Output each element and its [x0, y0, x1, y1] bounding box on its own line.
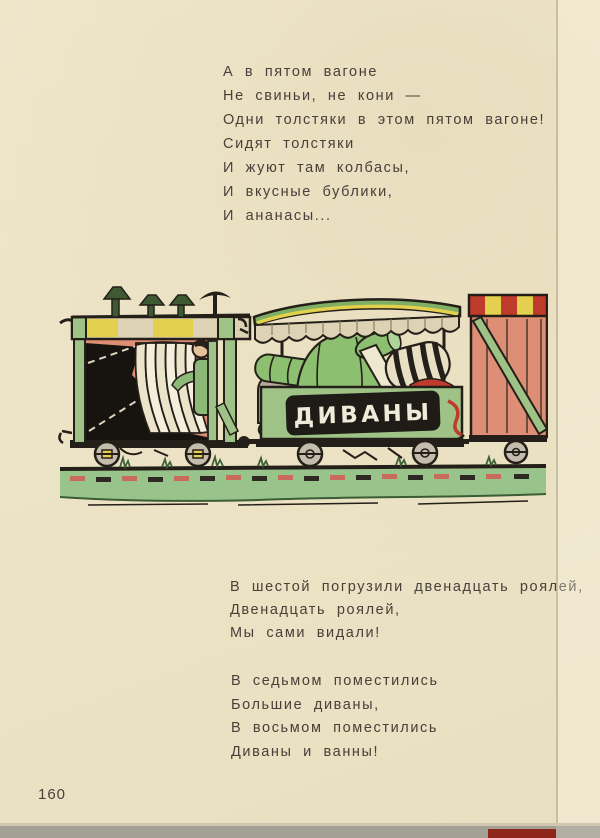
divany-sign: ДИВАНЫ	[285, 390, 441, 436]
poem-stanza-bottom: В седьмом поместились Большие диваны, В …	[231, 670, 439, 764]
diagonal-brace	[471, 315, 548, 436]
page-fold-shadow	[556, 0, 558, 826]
red-boxcar	[451, 293, 548, 465]
page-bottom-edge	[0, 823, 600, 826]
roof-ventilator-icon	[138, 294, 166, 318]
poem-line: Мы сами видали!	[230, 625, 381, 641]
poem-line: Двенадцать роялей,	[230, 602, 401, 618]
figure-hair	[195, 339, 209, 350]
poem-line: Большие диваны,	[231, 696, 380, 713]
poem-line: И вкусные бублики,	[223, 184, 394, 200]
umbrella-icon	[199, 291, 231, 315]
page-number: 160	[38, 786, 67, 803]
striped-top-band	[467, 293, 548, 318]
poem-line: Не свиньи, не кони —	[223, 88, 422, 104]
poem-line: В шестой погрузили двенадцать роялей,	[230, 579, 584, 595]
wheel	[411, 439, 439, 467]
sleepers	[70, 474, 529, 482]
railway-track	[59, 453, 547, 506]
roof-ventilator-icon	[102, 286, 132, 318]
buffer-hook-icon	[58, 429, 73, 445]
train-illustration: ДИВАНЫ	[58, 286, 548, 506]
buffer-icon	[458, 439, 469, 444]
poem-line: И жуют там колбасы,	[223, 160, 411, 176]
poem-line: В восьмом поместились	[231, 720, 439, 736]
red-scroll-leg	[447, 399, 463, 437]
open-wagon	[58, 286, 257, 468]
wheel	[93, 440, 121, 468]
poem-stanza-top: А в пятом вагоне Не свиньи, не кони — Од…	[223, 60, 545, 228]
wheel	[296, 440, 324, 468]
divany-sign-text: ДИВАНЫ	[293, 400, 433, 431]
canopy	[252, 298, 462, 344]
page-fold-light	[558, 0, 600, 826]
buffer-icon	[238, 436, 257, 448]
poem-stanza-middle: В шестой погрузили двенадцать роялей, Дв…	[230, 576, 584, 645]
poem-line: Сидят толстяки	[223, 136, 355, 152]
wheel	[503, 439, 529, 465]
scan-edge-strip	[0, 826, 600, 838]
poem-line: Диваны и ванны!	[231, 743, 380, 760]
roof-ventilator-icon	[168, 294, 196, 318]
wheel	[184, 440, 212, 468]
book-cover-edge	[488, 829, 556, 838]
coupling-icon	[237, 317, 249, 335]
sofa-wagon: ДИВАНЫ	[252, 298, 469, 468]
scan-edge-strip-right	[556, 826, 600, 838]
poem-line: А в пятом вагоне	[223, 64, 378, 80]
poem-line: В седьмом поместились	[231, 673, 439, 689]
top-rail	[70, 313, 252, 341]
poem-line: И ананасы...	[223, 208, 332, 224]
poem-line: Одни толстяки в этом пятом вагоне!	[223, 112, 546, 128]
